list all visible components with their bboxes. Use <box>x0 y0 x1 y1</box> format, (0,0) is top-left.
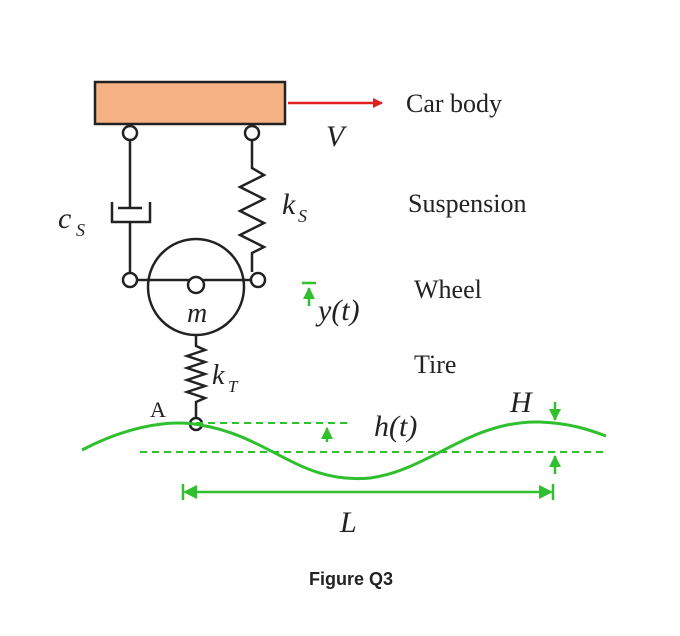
figure-caption: Figure Q3 <box>309 569 393 589</box>
car-body-block <box>93 80 287 126</box>
wavelength-arrowhead-left <box>183 485 197 499</box>
label-road-profile: h(t) <box>374 410 417 443</box>
label-wheel: Wheel <box>414 275 482 304</box>
label-velocity: V <box>326 120 348 153</box>
wavelength-arrowhead-right <box>539 485 553 499</box>
label-spring-ks-sub: S <box>298 206 307 226</box>
label-spring-kt-sub: T <box>228 377 239 396</box>
spring-bottom-pin <box>249 271 267 289</box>
label-tire: Tire <box>414 350 456 379</box>
label-displacement: y(t) <box>315 294 360 327</box>
label-damper-sub: S <box>76 220 85 240</box>
label-car-body: Car body <box>406 89 502 118</box>
spring-ks <box>237 140 267 272</box>
label-damper-c: c <box>58 202 71 235</box>
label-spring-ks: k <box>282 188 296 221</box>
damper-bottom-pin <box>121 271 139 289</box>
spring-kt <box>183 335 209 418</box>
road-profile-curve <box>81 420 607 481</box>
label-point-a: A <box>150 397 166 422</box>
label-spring-kt: k <box>212 360 225 391</box>
label-mass: m <box>187 298 207 329</box>
damper-cs <box>110 140 152 274</box>
label-suspension: Suspension <box>408 189 526 218</box>
axle-hub <box>186 275 206 295</box>
label-wavelength: L <box>339 506 357 539</box>
label-amplitude: H <box>509 386 534 419</box>
damper-top-pin <box>121 124 139 142</box>
spring-top-pin <box>243 124 261 142</box>
